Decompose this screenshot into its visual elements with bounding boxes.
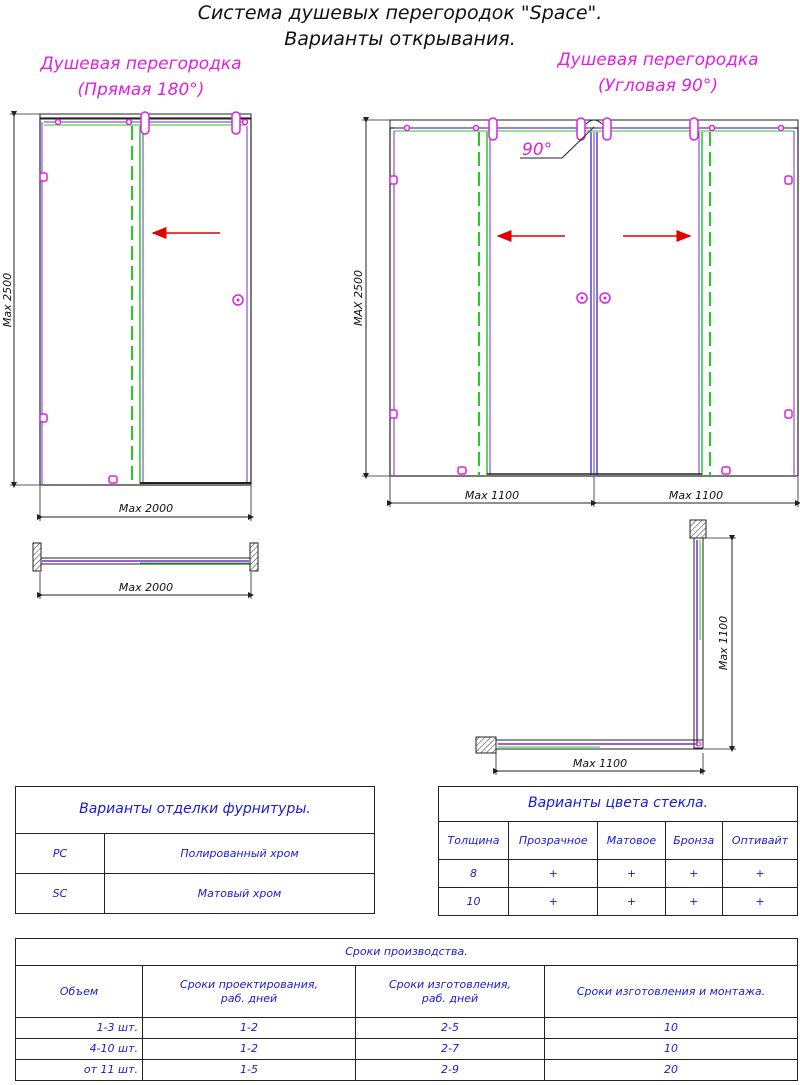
right-left-width-label: Max 1100 xyxy=(465,489,519,502)
plan-vertical-label: Max 1100 xyxy=(717,616,730,670)
right-partition-variant: (Угловая 90°) xyxy=(597,76,719,96)
finish-code: PC xyxy=(15,833,105,874)
glass-cell: + xyxy=(597,859,666,888)
glass-header: Толщина xyxy=(437,821,510,860)
glass-cell: + xyxy=(508,887,599,916)
finish-table-caption: Варианты отделки фурнитуры. xyxy=(15,786,375,834)
left-plan-width-label: Max 2000 xyxy=(119,581,173,594)
glass-cell: 8 xyxy=(437,859,510,888)
glass-header: Матовое xyxy=(597,821,666,860)
finish-table: Варианты отделки фурнитуры. PC Полирован… xyxy=(15,786,375,914)
production-cell: 1-2 xyxy=(142,1017,356,1039)
plan-horizontal-label: Max 1100 xyxy=(573,757,627,770)
production-cell: 2-5 xyxy=(355,1017,545,1039)
production-cell: 1-5 xyxy=(142,1059,356,1081)
glass-header: Прозрачное xyxy=(508,821,599,860)
glass-table: Варианты цвета стекла. Толщина Прозрачно… xyxy=(437,786,798,916)
finish-name: Полированный хром xyxy=(104,833,375,874)
glass-cell: + xyxy=(664,887,724,916)
title-line-2: Варианты открывания. xyxy=(284,28,516,50)
production-cell: 4-10 шт. xyxy=(15,1038,143,1060)
title-line-1: Система душевых перегородок "Space". xyxy=(197,2,603,24)
left-partition-variant: (Прямая 180°) xyxy=(77,80,205,100)
table-row: 8 + + + + xyxy=(437,859,798,888)
angle-label: 90° xyxy=(522,140,552,160)
production-cell: 2-7 xyxy=(355,1038,545,1060)
table-row: 1-3 шт. 1-2 2-5 10 xyxy=(15,1017,798,1039)
table-row: PC Полированный хром xyxy=(15,833,375,874)
left-elevation: Max 2500 Max 2000 xyxy=(1,111,254,521)
production-header: Сроки изготовления, раб. дней xyxy=(355,965,545,1018)
production-cell: 10 xyxy=(544,1017,798,1039)
table-row: от 11 шт. 1-5 2-9 20 xyxy=(15,1059,798,1081)
production-header: Сроки изготовления и монтажа. xyxy=(544,965,798,1018)
production-header: Сроки проектирования, раб. дней xyxy=(142,965,356,1018)
production-cell: 20 xyxy=(544,1059,798,1081)
table-row: 10 + + + + xyxy=(437,887,798,916)
left-plan-view: Max 2000 xyxy=(32,542,259,599)
left-width-label: Max 2000 xyxy=(119,502,173,515)
right-right-width-label: Max 1100 xyxy=(669,489,723,502)
glass-header: Оптивайт xyxy=(722,821,798,860)
glass-cell: 10 xyxy=(437,887,510,916)
production-table-caption: Сроки производства. xyxy=(15,938,798,966)
glass-cell: + xyxy=(722,859,798,888)
glass-table-caption: Варианты цвета стекла. xyxy=(438,786,798,822)
glass-header: Бронза xyxy=(664,821,724,860)
production-table: Сроки производства. Объем Сроки проектир… xyxy=(15,938,798,1081)
production-cell: 1-3 шт. xyxy=(15,1017,143,1039)
table-row: Толщина Прозрачное Матовое Бронза Оптива… xyxy=(437,821,798,860)
production-cell: 10 xyxy=(544,1038,798,1060)
production-cell: от 11 шт. xyxy=(15,1059,143,1081)
production-cell: 2-9 xyxy=(355,1059,545,1081)
right-elevation: 90° MAX 2500 Max 1100 Max 1100 xyxy=(352,117,800,507)
production-header: Объем xyxy=(15,965,143,1018)
left-frame xyxy=(39,117,252,486)
production-cell: 1-2 xyxy=(142,1038,356,1060)
table-row: 4-10 шт. 1-2 2-7 10 xyxy=(15,1038,798,1060)
finish-code: SC xyxy=(15,873,105,914)
glass-cell: + xyxy=(664,859,724,888)
glass-cell: + xyxy=(597,887,666,916)
glass-cell: + xyxy=(508,859,599,888)
right-partition-name: Душевая перегородка xyxy=(557,50,759,70)
table-row: SC Матовый хром xyxy=(15,873,375,914)
right-height-label: MAX 2500 xyxy=(352,270,365,326)
finish-name: Матовый хром xyxy=(104,873,375,914)
table-row: Объем Сроки проектирования, раб. дней Ср… xyxy=(15,965,798,1018)
glass-cell: + xyxy=(722,887,798,916)
left-partition-name: Душевая перегородка xyxy=(40,54,242,74)
left-height-label: Max 2500 xyxy=(1,273,14,327)
right-plan-view: Max 1100 Max 1100 xyxy=(475,519,736,775)
drawing-canvas: Max 2500 Max 2000 Max 2000 xyxy=(1,111,800,775)
